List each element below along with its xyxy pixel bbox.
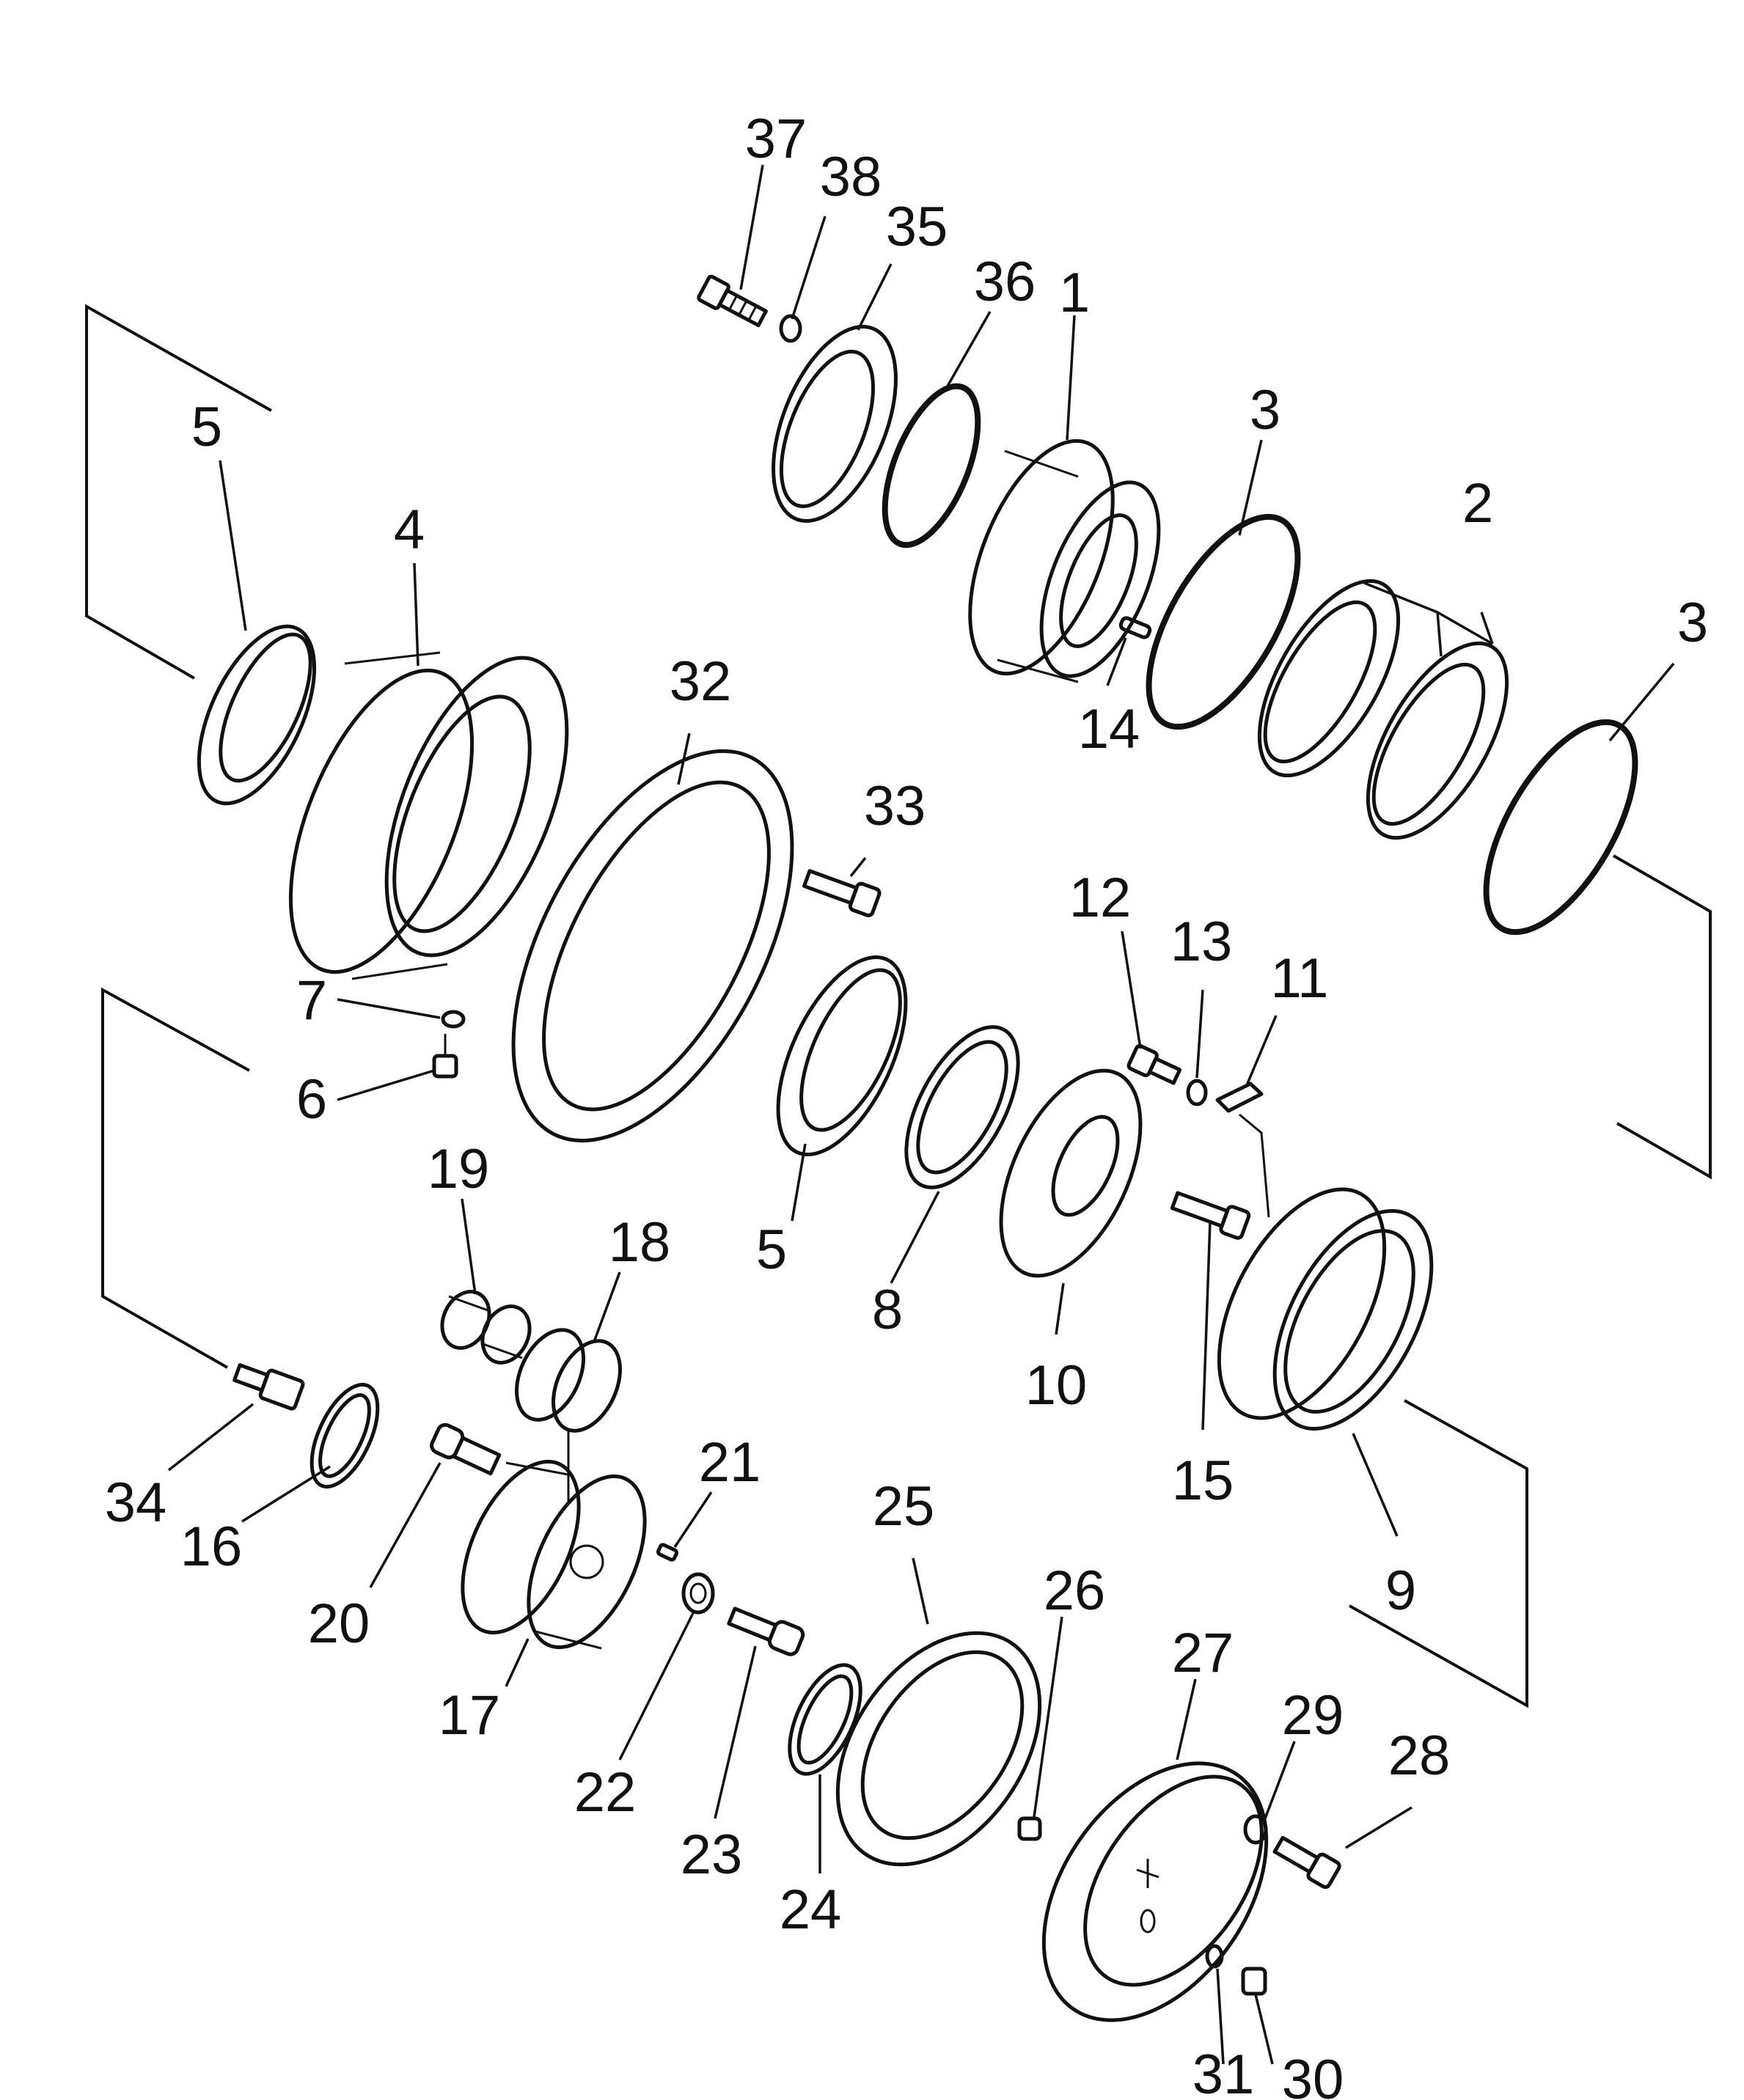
hub-4 bbox=[288, 651, 569, 980]
callout-3b: 3 bbox=[1677, 592, 1708, 654]
callout-5b: 5 bbox=[756, 1219, 787, 1281]
callout-1: 1 bbox=[1059, 262, 1090, 324]
callout-34: 34 bbox=[105, 1472, 167, 1534]
callout-12: 12 bbox=[1069, 867, 1132, 929]
callout-33: 33 bbox=[864, 775, 926, 837]
cover-35 bbox=[772, 325, 898, 523]
pin-14 bbox=[1118, 616, 1152, 639]
callout-5a: 5 bbox=[191, 396, 222, 458]
floating-seal-2 bbox=[1257, 579, 1509, 840]
callout-28: 28 bbox=[1388, 1725, 1451, 1787]
ring-16 bbox=[309, 1382, 380, 1489]
callout-16: 16 bbox=[180, 1516, 243, 1578]
bolt-23 bbox=[727, 1607, 805, 1656]
callout-17: 17 bbox=[439, 1684, 501, 1747]
callout-labels: 37 38 35 36 1 3 2 3 14 5 4 32 33 12 13 1… bbox=[105, 108, 1708, 2100]
callout-15: 15 bbox=[1172, 1450, 1234, 1512]
bearing-19 bbox=[440, 1290, 532, 1365]
shaft-20 bbox=[430, 1422, 502, 1476]
callout-9: 9 bbox=[1385, 1560, 1416, 1622]
callout-18: 18 bbox=[609, 1211, 671, 1274]
callout-38: 38 bbox=[820, 146, 882, 208]
carrier-17 bbox=[461, 1459, 647, 1650]
callout-6: 6 bbox=[296, 1068, 327, 1131]
callout-20: 20 bbox=[308, 1593, 370, 1655]
callout-11: 11 bbox=[1271, 947, 1329, 1010]
callout-35: 35 bbox=[886, 196, 948, 258]
ring-gear-25 bbox=[835, 1631, 1042, 1867]
callout-21: 21 bbox=[699, 1431, 761, 1494]
callout-7: 7 bbox=[296, 969, 327, 1032]
washer-38 bbox=[779, 314, 802, 343]
callout-10: 10 bbox=[1025, 1354, 1088, 1417]
callout-14: 14 bbox=[1078, 698, 1140, 760]
callout-8: 8 bbox=[872, 1279, 903, 1341]
group-brackets bbox=[85, 304, 1712, 1708]
callout-4: 4 bbox=[394, 499, 425, 561]
callout-26: 26 bbox=[1044, 1560, 1106, 1622]
callout-30: 30 bbox=[1282, 2049, 1344, 2100]
callout-37: 37 bbox=[745, 108, 807, 170]
callout-36: 36 bbox=[974, 251, 1036, 313]
o-ring-31 bbox=[1205, 1944, 1224, 1969]
bolt-15 bbox=[1170, 1191, 1251, 1240]
callout-3a: 3 bbox=[1250, 379, 1280, 441]
o-ring-7 bbox=[441, 1010, 466, 1029]
washer-13 bbox=[1186, 1079, 1208, 1106]
o-ring-3b bbox=[1483, 719, 1638, 936]
washer-22 bbox=[681, 1572, 715, 1615]
callout-29: 29 bbox=[1282, 1684, 1344, 1747]
parts bbox=[197, 274, 1638, 2022]
bolt-28 bbox=[1272, 1835, 1341, 1890]
housing-1 bbox=[968, 438, 1161, 683]
callout-13: 13 bbox=[1170, 911, 1233, 973]
o-ring-36 bbox=[882, 383, 981, 548]
sprocket-32 bbox=[511, 749, 794, 1143]
lock-plate-11 bbox=[1215, 1082, 1264, 1113]
callout-22: 22 bbox=[574, 1761, 637, 1824]
callout-19: 19 bbox=[428, 1138, 490, 1200]
leader-lines bbox=[167, 164, 1675, 2065]
callout-27: 27 bbox=[1172, 1622, 1234, 1684]
plug-26 bbox=[1017, 1816, 1042, 1841]
washer-8 bbox=[904, 1025, 1020, 1189]
plug-30 bbox=[1241, 1967, 1267, 1996]
ring-gear-9 bbox=[1217, 1187, 1434, 1431]
bolt-37 bbox=[697, 274, 768, 328]
pin-21 bbox=[656, 1543, 679, 1562]
callout-23: 23 bbox=[681, 1824, 743, 1886]
washer-29 bbox=[1243, 1814, 1268, 1845]
shaft-34 bbox=[232, 1363, 305, 1411]
gear-10 bbox=[999, 1068, 1143, 1278]
callout-32: 32 bbox=[670, 650, 732, 713]
o-ring-3a bbox=[1146, 513, 1301, 730]
gear-18 bbox=[515, 1328, 622, 1503]
bolt-12 bbox=[1126, 1043, 1182, 1085]
callout-24: 24 bbox=[780, 1879, 842, 1941]
ring-24 bbox=[788, 1663, 862, 1776]
callout-31: 31 bbox=[1192, 2044, 1255, 2100]
callout-25: 25 bbox=[873, 1475, 935, 1538]
bolt-33 bbox=[802, 869, 882, 917]
bearing-5a bbox=[197, 624, 317, 806]
cover-27 bbox=[1041, 1761, 1269, 2022]
plug-6 bbox=[432, 1034, 458, 1079]
bearing-5b bbox=[776, 955, 908, 1157]
callout-2: 2 bbox=[1462, 472, 1493, 535]
